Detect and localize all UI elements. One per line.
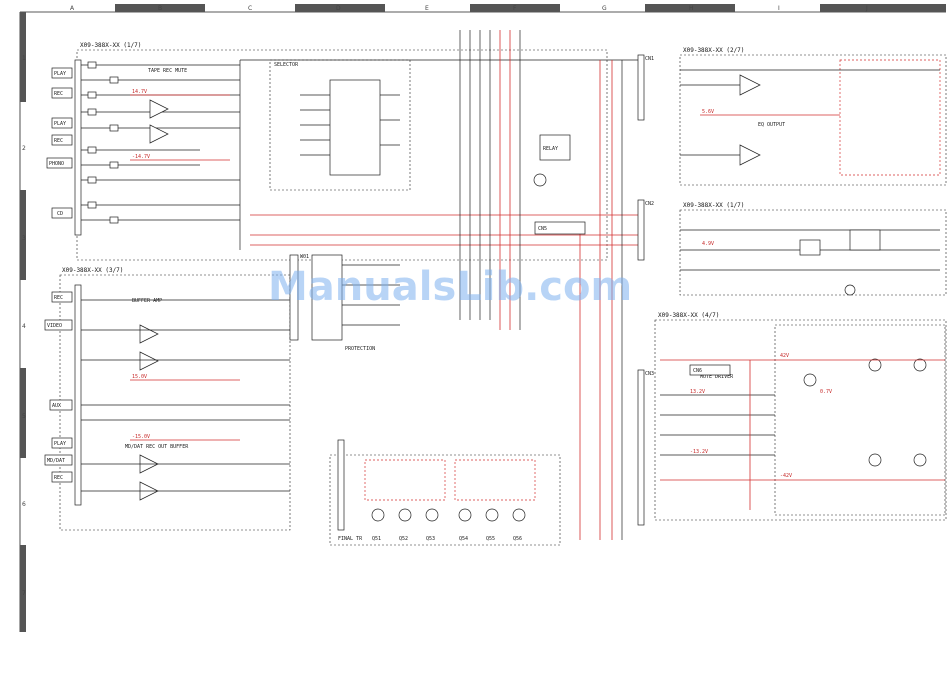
voltage-15: 15.0V: [132, 374, 147, 380]
board-title-top-right2: X09-388X-XX (1/7): [683, 202, 744, 209]
relay-label: RELAY: [543, 146, 558, 152]
board-title-top-left: X09-388X-XX (1/7): [80, 42, 141, 49]
power-amp-block: MUTE DRIVER 42V -42V 13.2V -13.2V 0.7V C…: [660, 324, 946, 516]
rec-out-buffer-label: MD/DAT REC OUT BUFFER: [125, 444, 189, 450]
connector-cn3: CN3: [645, 371, 654, 377]
input-label-rec-2: REC: [54, 138, 63, 144]
voltage-neg-15: -15.0V: [132, 434, 150, 440]
board-title-mid-right: X09-388X-XX (4/7): [658, 312, 719, 319]
voltage-42: 42V: [780, 353, 789, 359]
input-label-play: PLAY: [54, 71, 66, 77]
voltage-0-7: 0.7V: [820, 389, 832, 395]
voltage-neg-13-2: -13.2V: [690, 449, 708, 455]
col-label-j: J: [865, 5, 868, 12]
column-ruler: A B C D E F G H I J: [70, 4, 946, 12]
input-jack-block-lower: REC VIDEO AUX PLAY MD/DAT REC: [44, 284, 82, 506]
lower-label-rec: REC: [54, 295, 63, 301]
input-label-rec: REC: [54, 91, 63, 97]
voltage-4-9: 4.9V: [702, 241, 714, 247]
row-ruler: 1 2 3 4 5 6 7: [20, 12, 26, 632]
col-label-b: B: [158, 5, 162, 12]
tape-rec-mute-label: TAPE REC MUTE: [148, 68, 187, 74]
lower-label-play: PLAY: [54, 441, 66, 447]
buffer-amp-label: BUFFER AMP: [132, 298, 162, 304]
final-tr-label: FINAL TR: [338, 536, 363, 542]
lower-label-video: VIDEO: [47, 323, 62, 329]
input-jack-block-top: PLAY REC PLAY REC PHONO CD: [46, 59, 82, 236]
connector-cn6: CN6: [693, 368, 702, 374]
connector-cn2: CN2: [645, 201, 654, 207]
transistor-q52: Q52: [399, 536, 408, 542]
row-label-2: 2: [22, 145, 26, 152]
transistor-q54: Q54: [459, 536, 468, 542]
col-label-h: H: [689, 5, 694, 12]
row-label-6: 6: [22, 501, 26, 508]
row-label-7: 7: [22, 590, 26, 597]
row-label-3: 3: [22, 235, 26, 242]
transistor-q51: Q51: [372, 536, 381, 542]
mute-driver-label: MUTE DRIVER: [700, 374, 734, 380]
lower-label-rec-2: REC: [54, 475, 63, 481]
transistor-q55: Q55: [486, 536, 495, 542]
transistor-q56: Q56: [513, 536, 522, 542]
row-label-5: 5: [22, 413, 26, 420]
component-columns-top: [81, 61, 240, 224]
mid-right-block: 4.9V: [680, 229, 940, 296]
input-label-cd: CD: [57, 211, 63, 217]
board-outline-2: [679, 54, 947, 186]
board-outline-1b: [679, 209, 947, 296]
voltage-14-7: 14.7V: [132, 89, 147, 95]
voltage-5-6: 5.6V: [702, 109, 714, 115]
tape-rec-mute-block: TAPE REC MUTE 14.7V -14.7V: [130, 68, 230, 161]
col-label-c: C: [248, 5, 252, 12]
eq-output-block: 5.6V EQ OUTPUT: [680, 59, 941, 176]
board-title-top-right: X09-388X-XX (2/7): [683, 47, 744, 54]
connector-cn1: CN1: [645, 56, 654, 62]
lower-label-mddat: MD/DAT: [47, 458, 65, 464]
col-label-g: G: [602, 5, 607, 12]
col-label-d: D: [336, 5, 341, 12]
final-tr-block: FINAL TR Q51 Q52 Q53 Q54 Q55 Q56: [329, 439, 561, 546]
connector-w01: W01: [300, 254, 309, 260]
input-label-play-2: PLAY: [54, 121, 66, 127]
transistor-q53: Q53: [426, 536, 435, 542]
col-label-e: E: [425, 5, 429, 12]
lower-label-aux: AUX: [52, 403, 61, 409]
eq-output-label: EQ OUTPUT: [758, 122, 785, 128]
w01-connector: W01 PROTECTION: [289, 254, 400, 352]
col-label-f: F: [513, 5, 517, 12]
voltage-neg-42: -42V: [780, 473, 792, 479]
row-label-4: 4: [22, 323, 26, 330]
voltage-neg-14-7: -14.7V: [132, 154, 150, 160]
col-label-a: A: [70, 5, 75, 12]
connector-strip-center: CN1 CN2 CN3: [637, 54, 654, 526]
protection-label: PROTECTION: [345, 346, 375, 352]
selector-label: SELECTOR: [274, 62, 299, 68]
watermark: ManualsLib.com: [268, 264, 632, 310]
col-label-i: I: [778, 5, 780, 12]
board-title-mid-left: X09-388X-XX (3/7): [62, 267, 123, 274]
voltage-13-2: 13.2V: [690, 389, 705, 395]
row-label-1: 1: [22, 55, 26, 62]
relay-block: RELAY CN5: [533, 134, 586, 235]
buffer-amp-block: BUFFER AMP MD/DAT REC OUT BUFFER 15.0V -…: [81, 298, 290, 501]
board-outline-3: [59, 274, 291, 531]
board-outline-4: [654, 319, 947, 521]
signal-buses: [239, 30, 640, 540]
connector-cn5: CN5: [538, 226, 547, 232]
input-label-phono: PHONO: [49, 161, 64, 167]
